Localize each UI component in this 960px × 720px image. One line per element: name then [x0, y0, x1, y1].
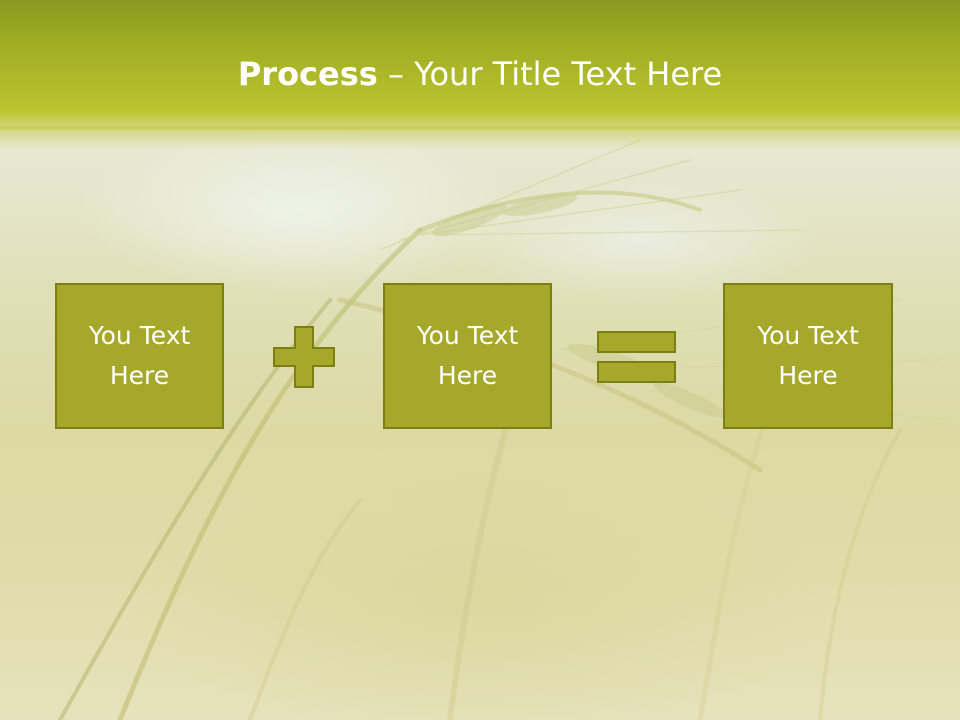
process-box-3[interactable]: You Text Here [723, 283, 893, 429]
process-box-1[interactable]: You Text Here [55, 283, 224, 429]
slide-title-bold: Process [237, 55, 378, 93]
title-bar [0, 0, 960, 130]
equals-icon [597, 331, 676, 383]
plus-icon [273, 326, 335, 388]
process-box-2[interactable]: You Text Here [383, 283, 552, 429]
slide-title-rest: – Your Title Text Here [377, 55, 723, 93]
process-box-3-text: You Text Here [757, 321, 859, 390]
title-bar-fade [0, 126, 960, 150]
process-box-1-text: You Text Here [88, 321, 191, 390]
process-box-2-text: You Text Here [416, 321, 519, 390]
slide-title: Process – Your Title Text Here [0, 52, 960, 96]
